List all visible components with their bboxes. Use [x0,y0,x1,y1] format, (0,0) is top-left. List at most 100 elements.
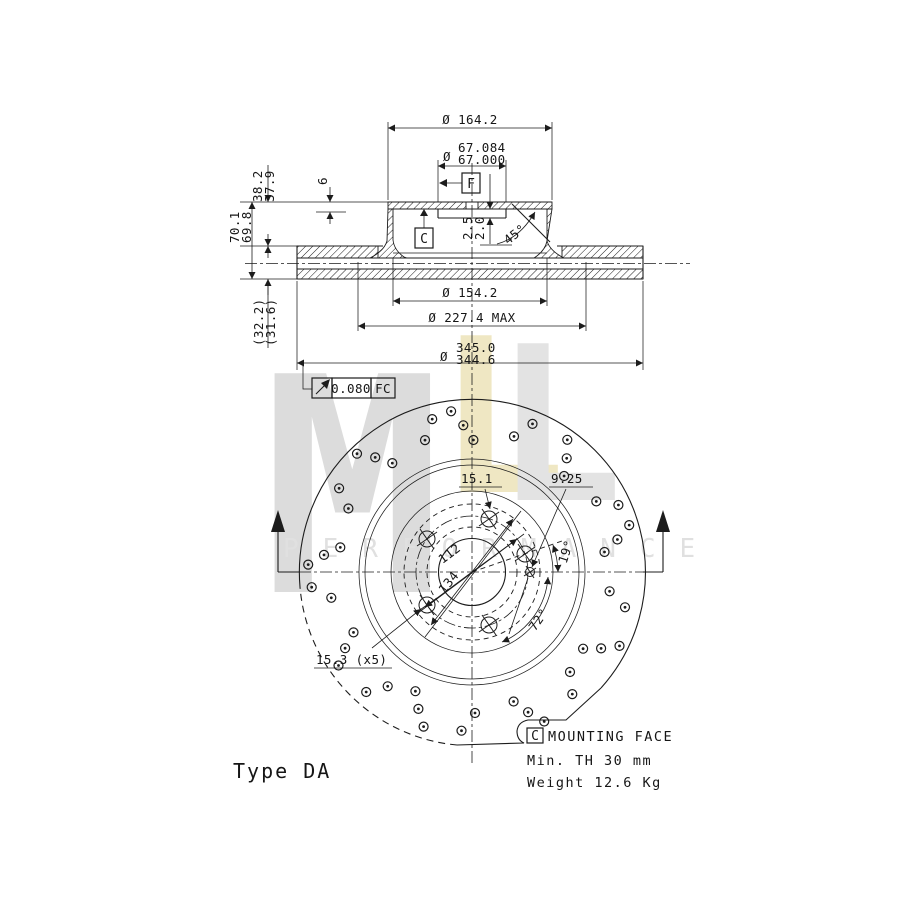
note-weight: Weight 12.6 Kg [527,775,662,791]
drill-hole-center [386,684,390,688]
chamfer-edge [511,203,551,243]
drill-hole-center [568,670,572,674]
datum-c: C [414,209,434,249]
drill-hole-center [570,692,574,696]
drill-hole [370,452,381,463]
drill-hole-center [417,707,420,711]
datum-f: F [439,172,481,194]
drill-hole-center [542,720,546,723]
dim-32-upper: (32.2) [251,298,266,346]
drill-hole [446,406,457,417]
drill-hole-center [337,486,341,490]
section-view: F C 0.080 FC Ø 164.2 Ø 67.084 67.000 38.… [227,112,690,766]
dim-67-dia: Ø [443,149,451,164]
drill-hole [340,643,351,654]
drill-hole-pattern [303,406,635,736]
drill-hole-center [565,456,569,460]
hub-recess-circle [426,526,518,618]
drill-hole-center [623,605,627,609]
hat-plate-right [477,201,553,210]
drill-hole-center [352,631,355,634]
dim-9-25-label: 9.25 [551,471,583,486]
dim-6-label: 6 [315,177,330,185]
drill-hole [382,681,393,692]
notes: C MOUNTING FACE Min. TH 30 mm Weight 12.… [233,727,672,791]
drill-hole-center [512,700,515,703]
drill-hole [599,546,610,558]
dim-345-lower: 344.6 [456,352,496,367]
hat-outline-circle [390,490,554,654]
drill-hole [604,586,615,597]
drill-hole [326,592,337,603]
dim-38-upper: 38.2 [250,170,265,202]
friction-band-inner-circle-1 [364,464,580,680]
drill-hole-center [373,456,377,459]
friction-plate-top-left [296,245,379,259]
drill-hole-center [422,725,425,728]
watermark-letter-l-gold: L [437,292,566,543]
dim-15-3-label: 15.3 (x5) [316,652,387,667]
fcf-datum: FC [375,381,391,396]
drill-hole-center [608,589,611,593]
drill-hole-center [473,711,477,715]
section-arrows [271,510,670,573]
drill-hole-center [347,507,350,510]
drill-hole [468,434,479,446]
drill-hole-center [343,646,347,650]
section-arrow-left-icon [271,510,285,532]
drill-hole-center [322,553,326,557]
drill-hole [508,696,519,707]
drill-hole [614,640,625,652]
drill-hole-center [512,435,516,438]
watermark-word: PERFORMANCE [283,534,719,564]
outer-rim-dashed [299,586,458,746]
drill-hole [613,499,624,511]
dim-70-upper: 70.1 [227,211,242,243]
drill-hole-center [310,585,314,589]
drill-hole [361,686,372,698]
drill-hole-center [581,647,585,651]
drill-hole-center [364,690,368,694]
dim-38-lower: 37.9 [262,170,277,202]
friction-plate-bottom [296,268,644,280]
drill-hole [351,448,363,459]
drill-hole-center [414,689,417,693]
outer-rim-solid [298,398,646,689]
drill-hole [348,627,359,638]
watermark: L M L PERFORMANCE [262,292,719,663]
drill-hole-center [562,474,566,478]
watermark-letter-l-gray: L [494,300,623,551]
dia-134-circle [403,503,541,641]
drill-hole-center [355,452,359,456]
drill-hole [624,519,635,531]
watermark-letter-m: M [262,314,443,663]
drill-hole-center [390,461,394,465]
drill-hole-center [449,409,453,413]
dim-67-lower: 67.000 [458,152,506,167]
fcf-value: 0.080 [331,381,371,396]
drill-hole [595,643,607,654]
pin-hole [523,565,537,579]
bolt-hole [416,528,438,550]
drill-hole [343,503,354,514]
drill-hole [567,688,578,700]
drill-hole [413,703,424,715]
bolt-hole [478,614,500,636]
drill-hole [456,725,467,736]
drill-hole [619,602,631,613]
dim-70-lower: 69.8 [239,211,254,243]
datum-f-triangle [439,179,447,187]
dim-25-upper: 2.5 [460,216,475,240]
drill-hole-center [472,438,475,442]
break-out-notch [456,687,602,746]
bolt-circle [415,515,529,629]
dim-15-1-label: 15.1 [461,471,493,486]
drill-hole-center [531,422,534,426]
dim-345-upper: 345.0 [456,340,496,355]
callout-15-1: 15.1 [459,471,502,510]
drill-hole-center [329,596,333,600]
drill-hole-center [627,523,631,527]
type-label: Type DA [233,759,331,783]
